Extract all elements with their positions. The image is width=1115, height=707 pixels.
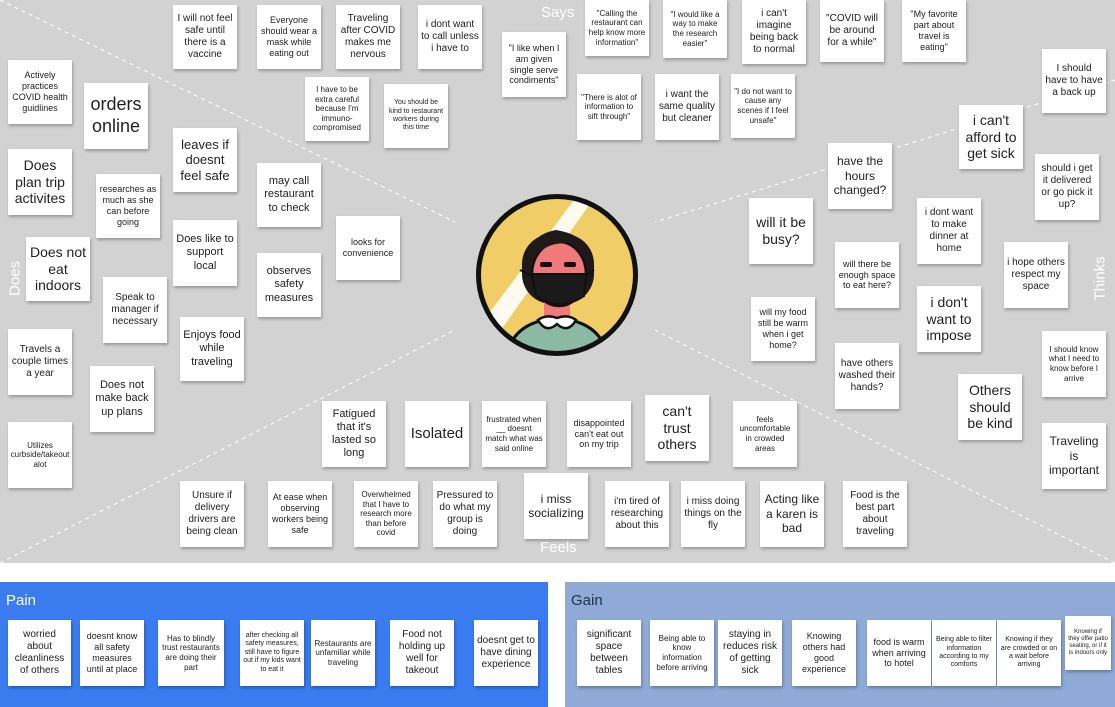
pain-note[interactable]: Has to blindly trust restaurants are doi… xyxy=(158,620,224,686)
pain-note[interactable]: worried about cleanliness of others xyxy=(8,620,71,686)
sticky-note[interactable]: i miss socializing xyxy=(524,473,588,539)
sticky-note[interactable]: I have to be extra careful because I'm i… xyxy=(305,77,369,141)
sticky-note[interactable]: Does not eat indoors xyxy=(26,237,90,301)
sticky-note[interactable]: i can't imagine being back to normal xyxy=(742,0,806,64)
sticky-note[interactable]: should i get it delivered or go pick it … xyxy=(1035,154,1099,220)
pain-note[interactable]: Food not holding up well for takeout xyxy=(390,620,454,686)
sticky-note[interactable]: looks for convenience xyxy=(336,216,400,280)
sticky-note[interactable]: will it be busy? xyxy=(749,198,813,264)
sticky-note[interactable]: "Calling the restaurant can help know mo… xyxy=(585,0,649,56)
sticky-note[interactable]: observes safety measures xyxy=(257,253,321,317)
sticky-note[interactable]: Utilizes curbside/takeout alot xyxy=(8,422,72,488)
sticky-note[interactable]: Pressured to do what my group is doing xyxy=(433,481,497,547)
persona-avatar-icon xyxy=(476,194,638,356)
pain-title: Pain xyxy=(6,592,37,609)
gain-note[interactable]: Knowing if they are crowded or on a wait… xyxy=(997,620,1061,686)
sticky-note[interactable]: "My favorite part about travel is eating… xyxy=(902,0,966,62)
pain-note[interactable]: Restaurants are unfamiliar while traveli… xyxy=(311,620,375,686)
sticky-note[interactable]: have others washed their hands? xyxy=(835,343,899,409)
sticky-note[interactable]: "I would like a way to make the research… xyxy=(663,0,727,58)
sticky-note[interactable]: researches as much as she can before goi… xyxy=(96,174,160,238)
sticky-note[interactable]: "COVID will be around for a while" xyxy=(820,0,884,62)
sticky-note[interactable]: i dont want to call unless i have to xyxy=(418,5,482,69)
says-label: Says xyxy=(541,4,575,21)
sticky-note[interactable]: Actively practices COVID health guidline… xyxy=(8,60,72,124)
sticky-note[interactable]: "I do not want to cause any scenes if I … xyxy=(731,74,795,138)
sticky-note[interactable]: Speak to manager if necessary xyxy=(103,277,167,343)
sticky-note[interactable]: i hope others respect my space xyxy=(1004,242,1068,308)
sticky-note[interactable]: I should have to have a back up xyxy=(1042,49,1106,113)
avatar-mask xyxy=(530,273,588,305)
sticky-note[interactable]: At ease when observing workers being saf… xyxy=(268,481,332,547)
sticky-note[interactable]: frustrated when __ doesnt match what was… xyxy=(482,401,546,467)
sticky-note[interactable]: Traveling after COVID makes me nervous xyxy=(336,5,400,69)
sticky-note[interactable]: i miss doing things on the fly xyxy=(681,481,745,547)
sticky-note[interactable]: "There is alot of information to sift th… xyxy=(577,74,641,140)
does-label: Does xyxy=(6,260,24,297)
pain-note[interactable]: doesnt know all safety measures until at… xyxy=(80,620,144,686)
gain-note[interactable]: significant space between tables xyxy=(577,620,641,686)
sticky-note[interactable]: You should be kind to restaurant workers… xyxy=(384,84,448,148)
sticky-note[interactable]: Isolated xyxy=(405,401,469,467)
sticky-note[interactable]: can't trust others xyxy=(645,395,709,461)
gain-note[interactable]: staying in reduces risk of getting sick xyxy=(718,620,782,686)
sticky-note[interactable]: I will not feel safe until there is a va… xyxy=(173,5,237,69)
sticky-note[interactable]: Unsure if delivery drivers are being cle… xyxy=(180,481,244,547)
sticky-note[interactable]: Enjoys food while traveling xyxy=(180,317,244,381)
sticky-note[interactable]: orders online xyxy=(84,83,148,149)
gain-note[interactable]: Being able to filter information accordi… xyxy=(932,620,996,686)
sticky-note[interactable]: Does plan trip activites xyxy=(8,149,72,215)
gain-title: Gain xyxy=(571,592,603,609)
sticky-note[interactable]: Overwhelmed that I have to research more… xyxy=(354,481,418,547)
gain-note[interactable]: Knowing others had good experience xyxy=(792,620,856,686)
sticky-note[interactable]: i can't afford to get sick xyxy=(959,105,1023,169)
sticky-note[interactable]: "I like when I am given single serve con… xyxy=(502,32,566,97)
pain-note[interactable]: doesnt get to have dining experience xyxy=(474,620,538,686)
sticky-note[interactable]: Traveling is important xyxy=(1042,423,1106,489)
sticky-note[interactable]: Everyone should wear a mask while eating… xyxy=(257,5,321,69)
sticky-note[interactable]: feels uncomfortable in crowded areas xyxy=(733,401,797,467)
sticky-note[interactable]: Does not make back up plans xyxy=(90,366,154,432)
sticky-note[interactable]: have the hours changed? xyxy=(828,143,892,209)
sticky-note[interactable]: I should know what I need to know before… xyxy=(1042,331,1106,397)
sticky-note[interactable]: i don't want to impose xyxy=(917,286,981,352)
sticky-note[interactable]: Fatigued that it's lasted so long xyxy=(322,401,386,467)
sticky-note[interactable]: i dont want to make dinner at home xyxy=(917,198,981,264)
sticky-note[interactable]: Food is the best part about traveling xyxy=(843,481,907,547)
sticky-note[interactable]: disappointed can't eat out on my trip xyxy=(567,401,631,467)
thinks-label: Thinks xyxy=(1091,256,1109,301)
sticky-note[interactable]: will my food still be warm when i get ho… xyxy=(751,297,815,361)
gain-note[interactable]: Being able to know information before ar… xyxy=(650,620,714,686)
sticky-note[interactable]: i want the same quality but cleaner xyxy=(655,74,719,140)
empathy-map-board: Says Does Thinks Feels I will not feel s… xyxy=(0,0,1115,563)
sticky-note[interactable]: leaves if doesnt feel safe xyxy=(173,128,237,192)
sticky-note[interactable]: i'm tired of researching about this xyxy=(605,481,669,547)
pain-section: Pain worried about cleanliness of others… xyxy=(0,582,548,707)
sticky-note[interactable]: will there be enough space to eat here? xyxy=(835,242,899,308)
gain-note[interactable]: Knowing if they offer patio seating, or … xyxy=(1065,616,1111,670)
sticky-note[interactable]: Others should be kind xyxy=(958,374,1022,440)
pain-note[interactable]: after checking all safety measures, stil… xyxy=(240,620,304,686)
sticky-note[interactable]: Does like to support local xyxy=(173,220,237,286)
sticky-note[interactable]: may call restaurant to check xyxy=(257,163,321,227)
sticky-note[interactable]: Travels a couple times a year xyxy=(8,329,72,395)
feels-label: Feels xyxy=(540,539,577,556)
gain-note[interactable]: food is warm when arriving to hotel xyxy=(867,620,931,686)
sticky-note[interactable]: Acting like a karen is bad xyxy=(760,481,824,547)
